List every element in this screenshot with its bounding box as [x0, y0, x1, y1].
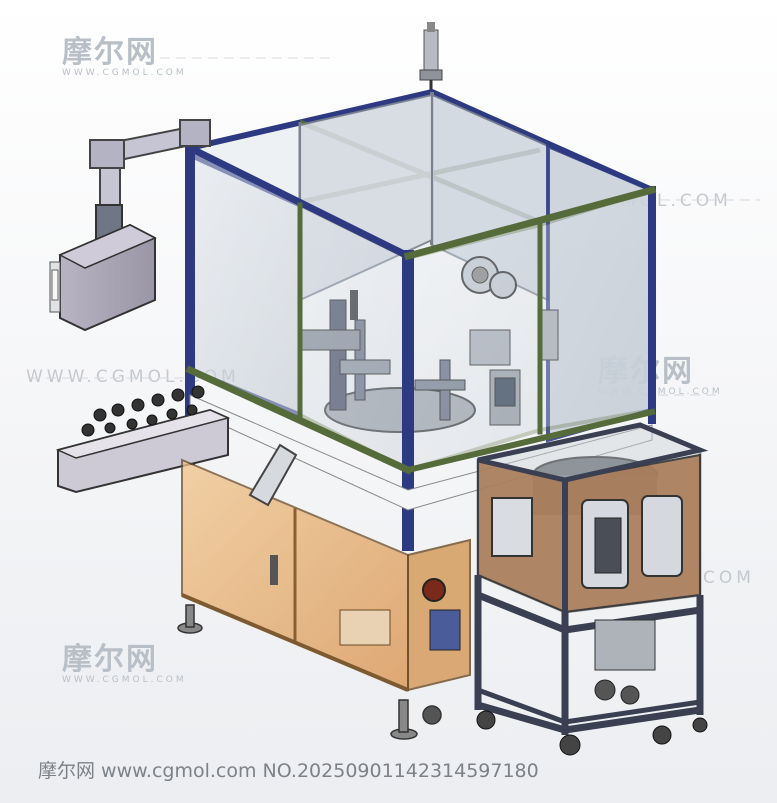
lower-cabinet — [181, 458, 471, 692]
watermark-cn: 摩尔网 — [62, 642, 158, 677]
footer-caption: 摩尔网 www.cgmol.com NO.2025090114231459718… — [38, 760, 539, 782]
watermark-en: WWW.CGMOL.COM — [62, 68, 187, 78]
electrical-box — [49, 223, 157, 332]
watermark-cn: 摩尔网 — [62, 35, 158, 70]
glass-front-right — [406, 222, 542, 473]
glass-front-right2 — [538, 187, 654, 433]
watermark-en: WWW.CGMOL.COM — [598, 387, 723, 397]
watermark-text-left: WWW.CGMOL.COM — [26, 367, 240, 387]
watermark-en: WWW.CGMOL.COM — [62, 675, 187, 685]
cabinet-feet — [177, 604, 442, 740]
watermark-text-small: COM — [703, 568, 755, 588]
watermark-logo-bottom-left: 摩尔网 WWW.CGMOL.COM — [62, 645, 187, 686]
feeder-unit — [474, 422, 709, 756]
chute — [248, 443, 298, 507]
button-panel — [55, 385, 231, 494]
watermark-logo-top-left: 摩尔网 WWW.CGMOL.COM — [62, 38, 187, 79]
signal-tower — [419, 22, 443, 92]
